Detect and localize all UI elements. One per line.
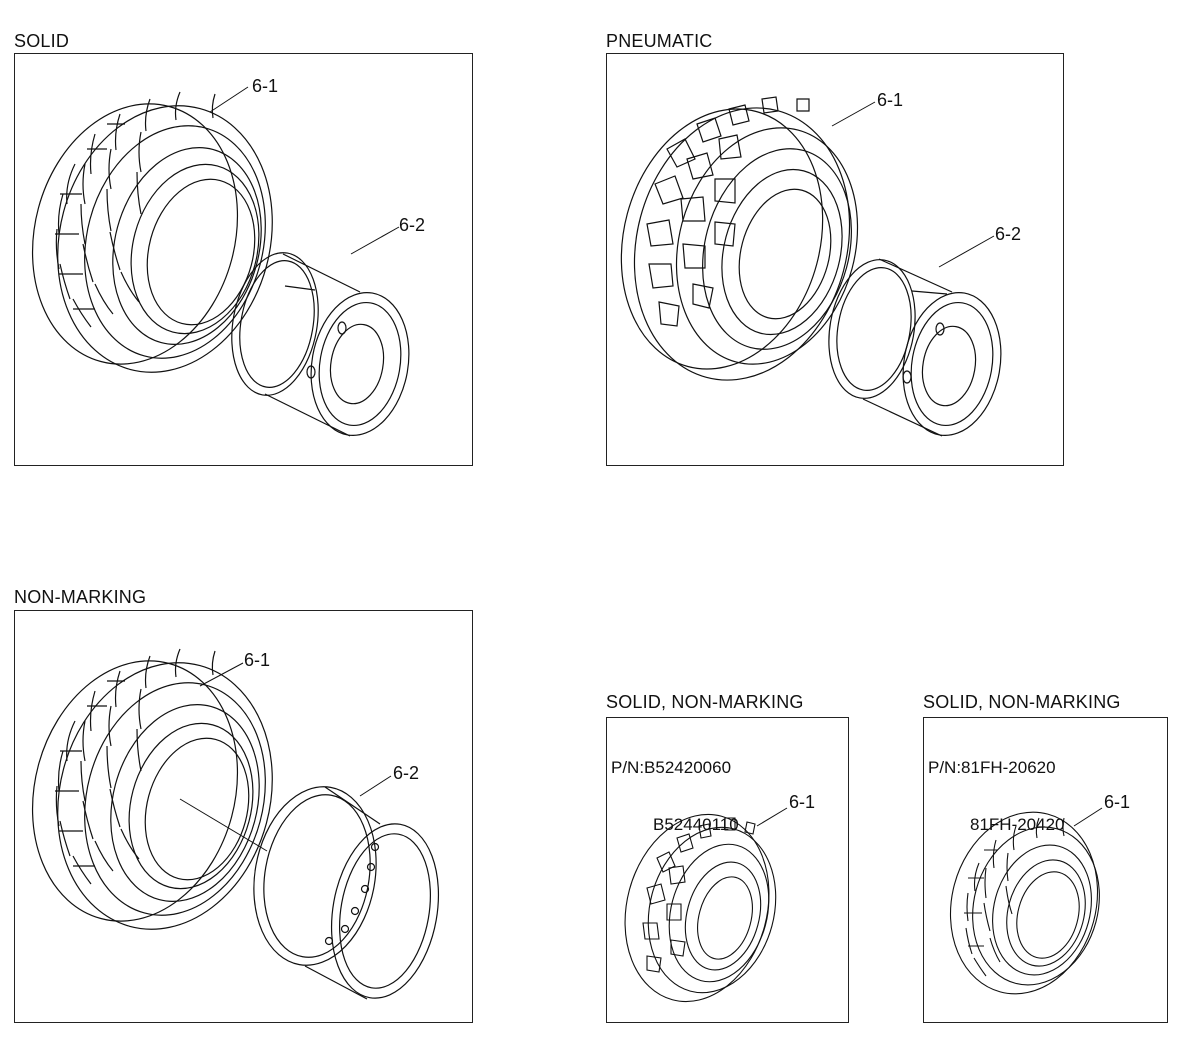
panel-solid: 6-1 6-2 <box>14 53 473 466</box>
tire-6-1 <box>620 96 859 381</box>
leader-lines <box>756 807 788 827</box>
tire-6-1 <box>31 648 273 930</box>
leader-lines <box>1073 807 1103 827</box>
panel-title-solid: SOLID <box>14 31 70 51</box>
leader-line-6-1 <box>831 101 876 127</box>
leader-line-axis <box>179 798 268 852</box>
tire-6-1 <box>624 813 777 1003</box>
non-marking-tire-wheel-drawing: 6-1 6-2 <box>31 648 440 1000</box>
callout-6-1: 6-1 <box>1104 792 1130 812</box>
panel-solid-non-marking-2: P/N:81FH-20620 81FH-20420 6-1 <box>923 717 1168 1023</box>
leader-line-6-2 <box>938 235 995 268</box>
pneumatic-tire-wheel-drawing: 6-1 6-2 <box>620 90 1021 437</box>
leader-lines <box>831 101 995 268</box>
rim-6-2 <box>828 258 1002 437</box>
callout-6-1: 6-1 <box>252 76 278 96</box>
leader-lines <box>179 662 392 852</box>
leader-lines <box>209 86 400 255</box>
part-number-primary: P/N:81FH-20620 <box>928 758 1056 777</box>
part-number-primary: P/N:B52420060 <box>611 758 732 777</box>
part-number-alternate: B52440110 <box>653 815 739 834</box>
tire-6-1 <box>949 811 1100 995</box>
leader-line-6-1 <box>1073 807 1103 827</box>
rim-6-2 <box>231 252 410 437</box>
solid-non-marking-tire-drawing-1: 6-1 <box>624 792 815 1003</box>
panel-title-pneumatic: PNEUMATIC <box>606 31 713 51</box>
panel-pneumatic: 6-1 6-2 <box>606 53 1064 466</box>
solid-tire-wheel-drawing: 6-1 6-2 <box>31 76 425 437</box>
tire-6-1 <box>31 91 273 373</box>
panel-title-non-marking: NON-MARKING <box>14 587 147 607</box>
part-number-alternate: 81FH-20420 <box>970 815 1065 834</box>
callout-6-2: 6-2 <box>399 215 425 235</box>
leader-line-6-1 <box>756 807 788 827</box>
leader-line-6-1 <box>199 662 244 687</box>
callout-6-1: 6-1 <box>877 90 903 110</box>
callout-6-2: 6-2 <box>393 763 419 783</box>
leader-line-6-1 <box>209 86 249 113</box>
panel-title-solid-non-marking-1: SOLID, NON-MARKING <box>606 692 804 712</box>
leader-line-6-2 <box>359 775 392 797</box>
part-number-block: P/N:81FH-20620 81FH-20420 <box>928 720 1065 872</box>
part-number-block: P/N:B52420060 B52440110 <box>611 720 739 872</box>
rim-6-2 <box>253 786 440 1000</box>
callout-6-1: 6-1 <box>244 650 270 670</box>
solid-non-marking-tire-drawing-2: 6-1 <box>949 792 1130 995</box>
callout-6-2: 6-2 <box>995 224 1021 244</box>
panel-title-solid-non-marking-2: SOLID, NON-MARKING <box>923 692 1121 712</box>
leader-line-6-2 <box>350 226 400 255</box>
panel-non-marking: 6-1 6-2 <box>14 610 473 1023</box>
panel-solid-non-marking-1: P/N:B52420060 B52440110 6-1 <box>606 717 849 1023</box>
callout-6-1: 6-1 <box>789 792 815 812</box>
